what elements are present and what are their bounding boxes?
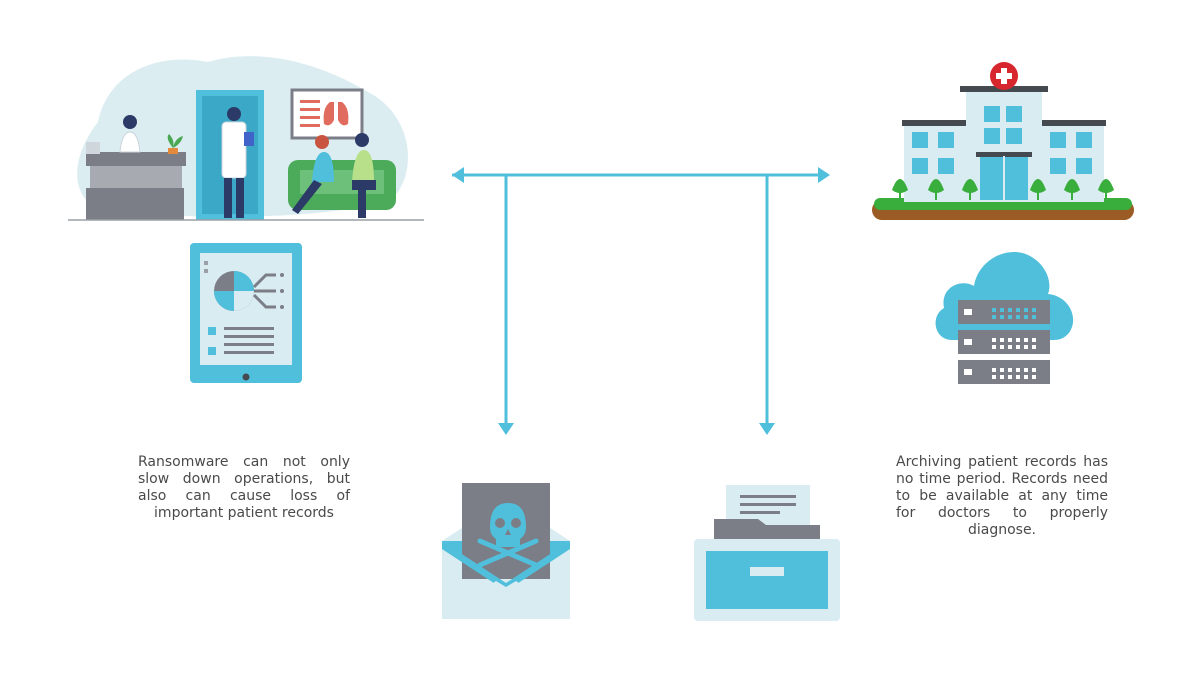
right-arrowhead xyxy=(818,167,830,183)
ransomware-arrowhead xyxy=(498,423,514,435)
skull-envelope-icon xyxy=(442,483,570,619)
archive-arrowhead xyxy=(759,423,775,435)
cloud-server-icon xyxy=(935,251,1074,384)
file-cabinet-icon xyxy=(694,485,840,621)
ransomware-caption: Ransomware can not only slow down operat… xyxy=(138,454,350,521)
tablet-report-icon xyxy=(190,243,302,383)
clinic-reception-icon xyxy=(68,56,424,221)
hospital-building-icon xyxy=(872,62,1134,220)
archiving-caption: Archiving patient records has no time pe… xyxy=(896,454,1108,538)
left-arrowhead xyxy=(452,167,464,183)
